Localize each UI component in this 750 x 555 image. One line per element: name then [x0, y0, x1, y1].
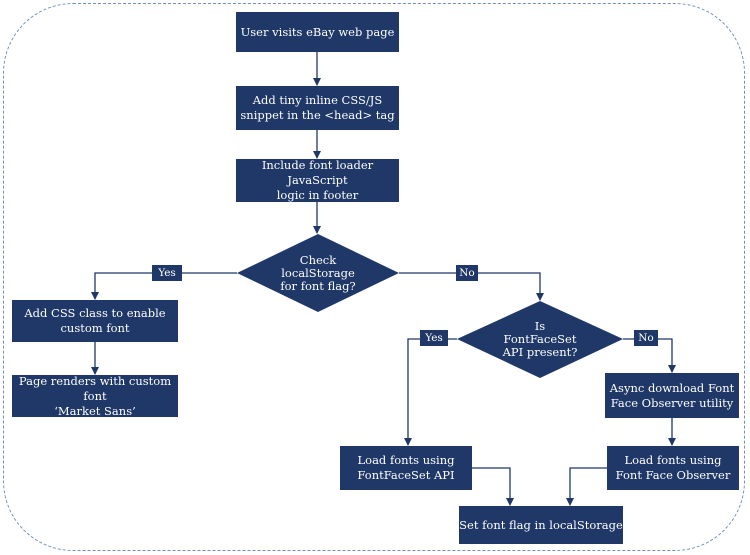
label-fontfaceset-yes: Yes — [420, 330, 448, 346]
edge-ffs-yes-loadapi — [404, 338, 457, 446]
node-load-fontfaceset-api: Load fonts using FontFaceSet API — [340, 446, 472, 490]
node-page-renders: Page renders with custom font ‘Market Sa… — [12, 374, 178, 418]
node-inline-snippet: Add tiny inline CSS/JS snippet in the <h… — [236, 86, 399, 130]
edge-loadapi-setflag — [472, 467, 514, 506]
edge-check-no-fontfaceset — [399, 272, 544, 301]
node-load-font-face-observer: Load fonts using Font Face Observer — [607, 446, 739, 490]
node-check-localstorage: Check localStorage for font flag? — [280, 252, 356, 293]
node-fontfaceset-present: Is FontFaceSet API present? — [502, 318, 578, 359]
edge-loadobserver-setflag — [566, 467, 607, 506]
node-set-font-flag: Set font flag in localStorage — [459, 506, 623, 544]
node-user-visits: User visits eBay web page — [236, 12, 399, 52]
node-add-css-class: Add CSS class to enable custom font — [12, 300, 178, 342]
diagram-frame — [3, 3, 745, 551]
fontfaceset-decision-shape — [457, 301, 623, 378]
check-decision-shape — [237, 234, 399, 312]
label-check-no: No — [456, 265, 478, 281]
node-async-download: Async download Font Face Observer utilit… — [605, 373, 739, 418]
edge-check-yes-addcss — [91, 272, 237, 300]
label-check-yes: Yes — [152, 265, 182, 281]
node-font-loader: Include font loader JavaScript logic in … — [236, 158, 399, 202]
label-fontfaceset-no: No — [634, 330, 658, 346]
